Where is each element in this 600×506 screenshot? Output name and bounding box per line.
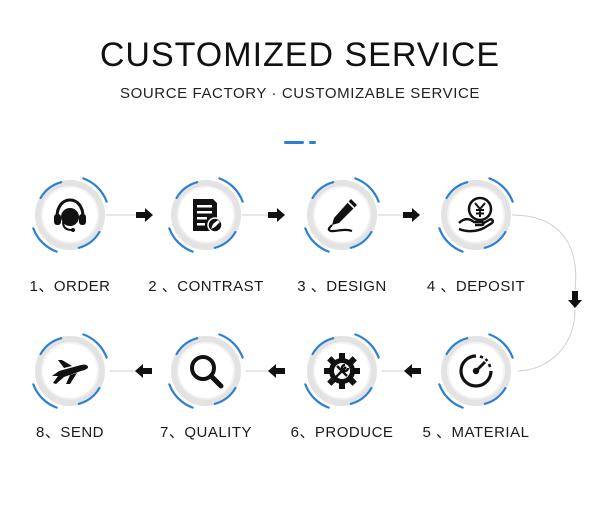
process-step <box>146 311 266 431</box>
arrow-right-icon <box>403 208 420 222</box>
step-label: 8、SEND <box>35 424 105 441</box>
step-label: 6、PRODUCE <box>290 424 394 441</box>
arrow-left-icon <box>404 364 421 378</box>
accent-divider <box>284 141 316 144</box>
document-edit-icon <box>186 195 226 235</box>
gear-tools-icon <box>322 351 362 391</box>
pen-icon <box>322 195 362 235</box>
step-label: 4 、DEPOSIT <box>426 278 526 295</box>
speedometer-icon <box>456 351 496 391</box>
process-step <box>416 155 536 275</box>
arrow-left-icon <box>135 364 152 378</box>
step-label: 5 、MATERIAL <box>422 424 530 441</box>
arrow-left-icon <box>268 364 285 378</box>
page-title: CUSTOMIZED SERVICE <box>99 36 501 74</box>
process-step <box>282 311 402 431</box>
arrow-right-icon <box>136 208 153 222</box>
step-label: 3 、DESIGN <box>297 278 387 295</box>
process-step <box>10 155 130 275</box>
step-label: 2 、CONTRAST <box>148 278 264 295</box>
process-step <box>10 311 130 431</box>
process-step <box>282 155 402 275</box>
airplane-icon <box>50 351 90 391</box>
step-label: 1、ORDER <box>29 278 111 295</box>
yen-coin-hand-icon <box>456 195 496 235</box>
process-step <box>146 155 266 275</box>
page-subtitle: SOURCE FACTORY · CUSTOMIZABLE SERVICE <box>119 85 481 102</box>
step-label: 7、QUALITY <box>159 424 253 441</box>
arrow-right-icon <box>268 208 285 222</box>
headset-icon <box>50 195 90 235</box>
arrow-down-icon <box>568 291 582 308</box>
magnifier-icon <box>186 351 226 391</box>
process-step <box>416 311 536 431</box>
